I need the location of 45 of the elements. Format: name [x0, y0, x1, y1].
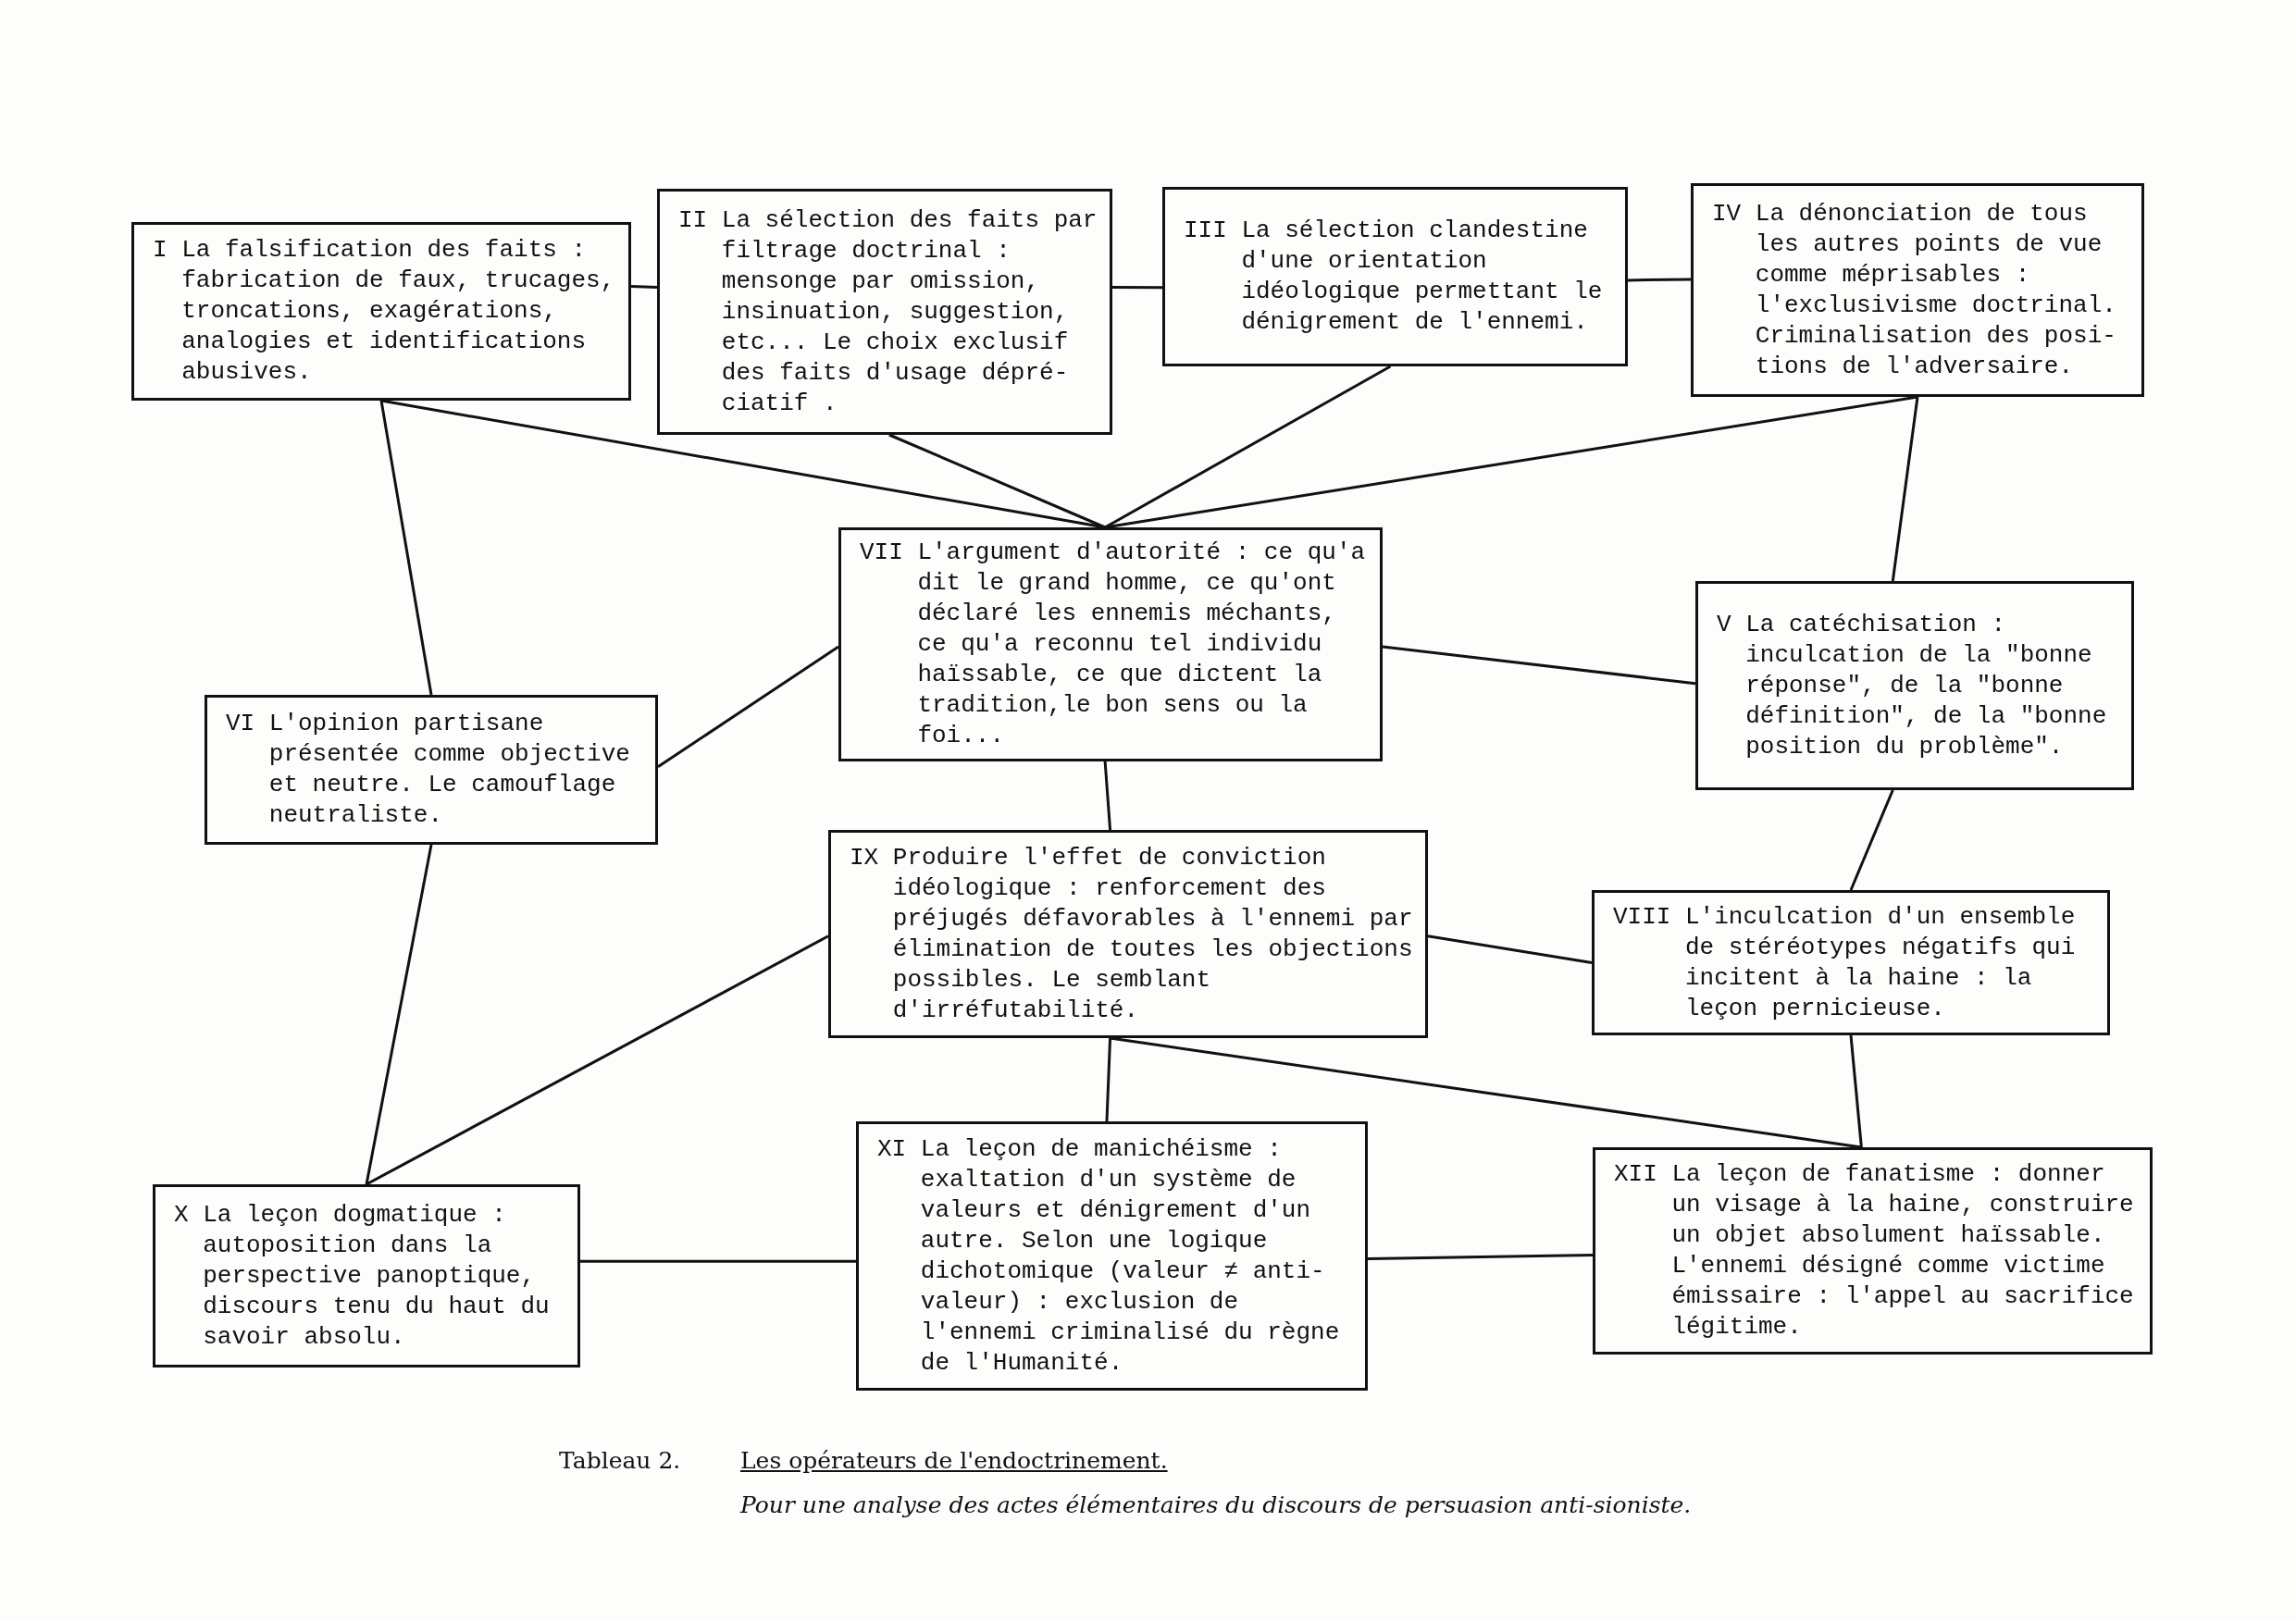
box-text: X La leçon dogmatique : autoposition dans la perspective panoptique, discours tenu du haut du savoir absolu. — [174, 1199, 551, 1353]
connector-line — [1849, 789, 1894, 891]
connector-line — [1105, 1037, 1112, 1122]
box-text: VII L'argument d'autorité : ce qu'a dit le grand homme, ce qu'ont déclaré les ennemis méchants, ce qu'a reconnu tel individu haïssable, ce que dictent la tradition,le bon sens ou la foi... — [860, 538, 1367, 751]
box-text: IV La dénonciation de tous les autres points de vue comme méprisables : l'exclusivisme doctrinal. Criminalisation des posi- tions de l'adversaire. — [1712, 198, 2117, 382]
connector-line — [1367, 1254, 1594, 1260]
box-text: VI L'opinion partisane présentée comme objective et neutre. Le camouflage neutraliste. — [226, 709, 631, 831]
connector-line — [1110, 1036, 1862, 1149]
text-box — [1695, 581, 2134, 790]
box-text: VIII L'inculcation d'un ensemble de stéréotypes négatifs qui incitent à la haine : la leçon pernicieuse. — [1613, 901, 2077, 1024]
connector-line — [580, 1259, 856, 1263]
connector-line — [365, 844, 433, 1185]
connector-line — [1103, 761, 1112, 831]
box-text: XII La leçon de fanatisme : donner un visage à la haine, construire un objet absolument haïssable. L'ennemi désigné comme victime émissaire : l'appel au sacrifice légitime. — [1614, 1159, 2135, 1343]
connector-line — [366, 934, 829, 1186]
text-box — [856, 1121, 1368, 1391]
connector-line — [1627, 278, 1692, 282]
connector-line — [1382, 645, 1696, 686]
text-box — [1593, 1147, 2153, 1355]
text-box — [1162, 187, 1628, 366]
connector-line — [888, 433, 1106, 529]
connector-line — [630, 285, 658, 289]
text-box — [153, 1184, 580, 1367]
box-text: IX Produire l'effet de conviction idéologique : renforcement des préjugés défavorables à l'ennemi par élimination de toutes les objections possibles. Le semblant d'irréfutabilité. — [850, 842, 1414, 1026]
text-box — [131, 222, 631, 401]
text-box — [657, 189, 1112, 435]
connector-line — [1427, 934, 1593, 964]
connector-line — [1104, 395, 1918, 529]
text-box — [1592, 890, 2110, 1035]
table-title: Les opérateurs de l'endoctrinement. — [740, 1447, 1168, 1474]
connector-line — [1891, 396, 1919, 582]
connector-line — [657, 645, 839, 768]
box-text: I La falsification des faits : fabrication de faux, trucages, troncations, exagérations, analogies et identifications abusives. — [153, 235, 616, 388]
connector-line — [1849, 1034, 1863, 1148]
connector-line — [379, 400, 433, 696]
box-text: II La sélection des faits par filtrage doctrinal : mensonge par omission, insinuation, suggestion, etc... Le choix exclusif des faits d'usage dépré- ciatif . — [678, 204, 1098, 419]
text-box — [1691, 183, 2144, 397]
text-box — [828, 830, 1428, 1038]
box-text: V La catéchisation : inculcation de la "bonne réponse", de la "bonne définition", de la "bonne position du problème". — [1717, 609, 2108, 762]
text-box — [205, 695, 658, 845]
table-number: Tableau 2. — [559, 1447, 681, 1474]
box-text: III La sélection clandestine d'une orientation idéologique permettant le dénigrement de l'ennemi. — [1184, 216, 1604, 338]
connector-line — [1112, 285, 1162, 290]
box-text: XI La leçon de manichéisme : exaltation d'un système de valeurs et dénigrement d'un autre. Selon une logique dichotomique (valeur ≠ anti- valeur) : exclusion de l'ennemi criminalisé du règne de l'Humanité. — [877, 1133, 1341, 1379]
table-caption: Pour une analyse des actes élémentaires du discours de persuasion anti-sioniste. — [740, 1491, 1692, 1518]
